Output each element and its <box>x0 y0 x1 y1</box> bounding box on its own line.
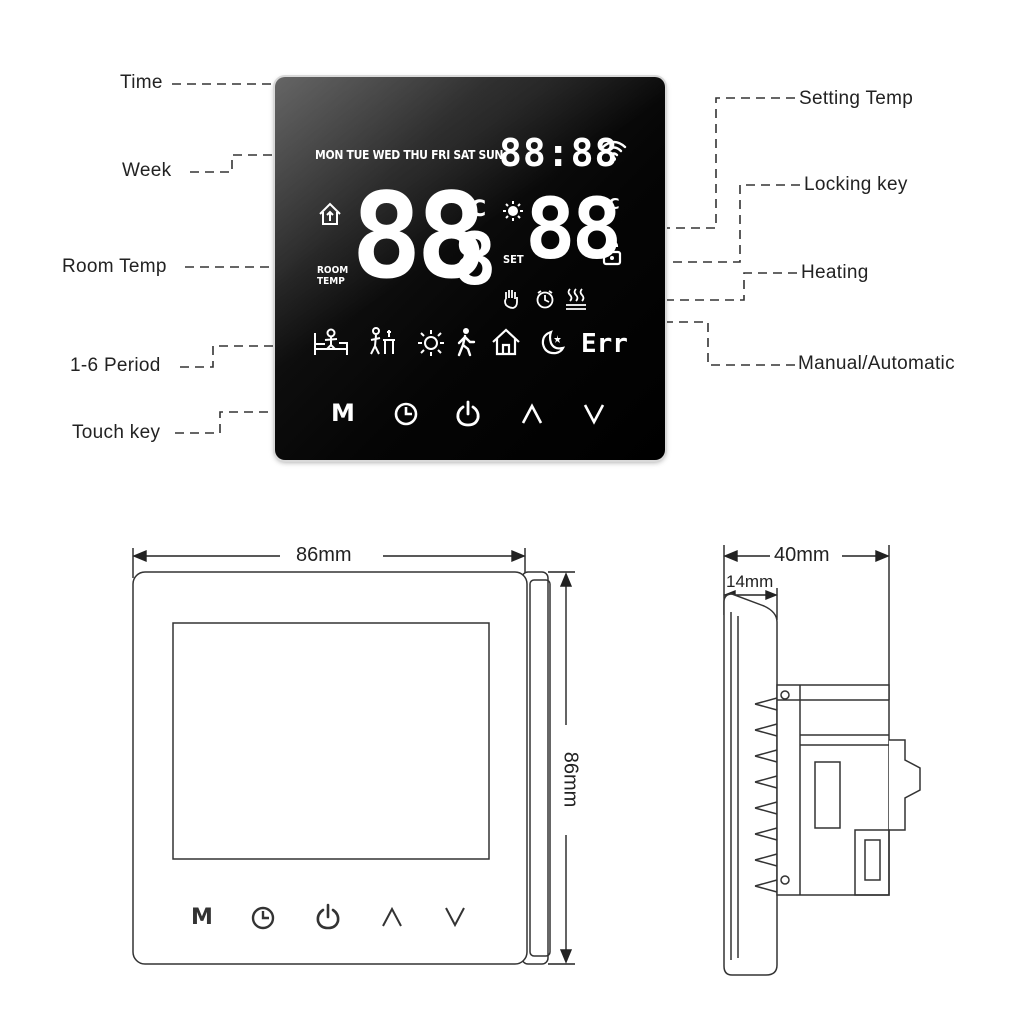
front-depth-dimension: 14mm <box>726 572 774 591</box>
callout-room-temp: Room Temp <box>62 256 167 277</box>
height-dimension: 86mm <box>559 751 582 808</box>
outline-up-icon <box>380 906 404 928</box>
clock-mode-icon <box>535 289 555 309</box>
room-temp-digits: 88 <box>351 167 487 305</box>
heating-icon <box>565 287 587 311</box>
room-temp-decimal: 8 <box>453 217 497 301</box>
width-dimension: 86mm <box>296 544 352 566</box>
set-label: SET <box>503 253 524 266</box>
house-up-icon <box>317 201 343 227</box>
set-unit: °C <box>601 195 620 213</box>
callout-period: 1-6 Period <box>70 355 161 376</box>
outline-clock-icon <box>249 904 277 932</box>
room-label-line1: ROOM <box>317 265 349 276</box>
callout-heating: Heating <box>801 262 869 283</box>
error-indicator: Err <box>581 329 628 359</box>
callout-setting-temp: Setting Temp <box>799 88 914 109</box>
manual-auto-leader <box>528 321 795 366</box>
lock-icon <box>601 240 623 266</box>
night-moon-icon <box>537 329 565 357</box>
home-icon <box>491 328 521 356</box>
front-outline <box>132 571 551 965</box>
wake-up-icon <box>313 327 349 357</box>
touch-key-leader <box>175 411 322 434</box>
outline-down-icon <box>443 906 467 928</box>
wifi-icon <box>601 137 627 163</box>
power-key[interactable] <box>455 400 481 428</box>
clock-key[interactable] <box>393 401 419 427</box>
leave-home-icon <box>367 326 397 357</box>
clock-display: 88:88 <box>499 131 619 175</box>
setting-temp-leader <box>640 97 795 229</box>
mode-key[interactable]: M <box>331 399 355 427</box>
panel-gloss <box>275 77 665 460</box>
set-temp-digits: 88 <box>525 180 622 278</box>
side-profile <box>723 593 921 976</box>
day-sun-icon <box>417 329 445 357</box>
callout-week: Week <box>122 160 172 181</box>
sun-small-icon <box>503 201 523 221</box>
outline-mode-key: M <box>191 905 213 930</box>
up-key[interactable] <box>520 403 544 425</box>
callout-touch-key: Touch key <box>72 422 161 443</box>
room-label: ROOM TEMP <box>317 265 348 287</box>
locking-key-leader <box>628 184 800 263</box>
depth-dimension: 40mm <box>774 544 830 566</box>
thermostat-panel: MON TUE WED THU FRI SAT SUN 88:88 ROOM T… <box>275 77 665 460</box>
callout-locking-key: Locking key <box>804 174 908 195</box>
walking-icon <box>455 327 477 357</box>
hand-icon <box>501 287 521 309</box>
outline-power-icon <box>314 902 342 932</box>
period-leader <box>180 345 306 368</box>
down-key[interactable] <box>582 403 606 425</box>
weekday-row: MON TUE WED THU FRI SAT SUN <box>315 148 504 162</box>
callout-manual-auto: Manual/Automatic <box>798 353 955 374</box>
heating-leader <box>600 272 797 301</box>
room-unit: °C <box>459 197 487 222</box>
week-leader <box>190 154 312 173</box>
callout-time: Time <box>120 72 163 93</box>
room-label-line2: TEMP <box>317 276 345 287</box>
